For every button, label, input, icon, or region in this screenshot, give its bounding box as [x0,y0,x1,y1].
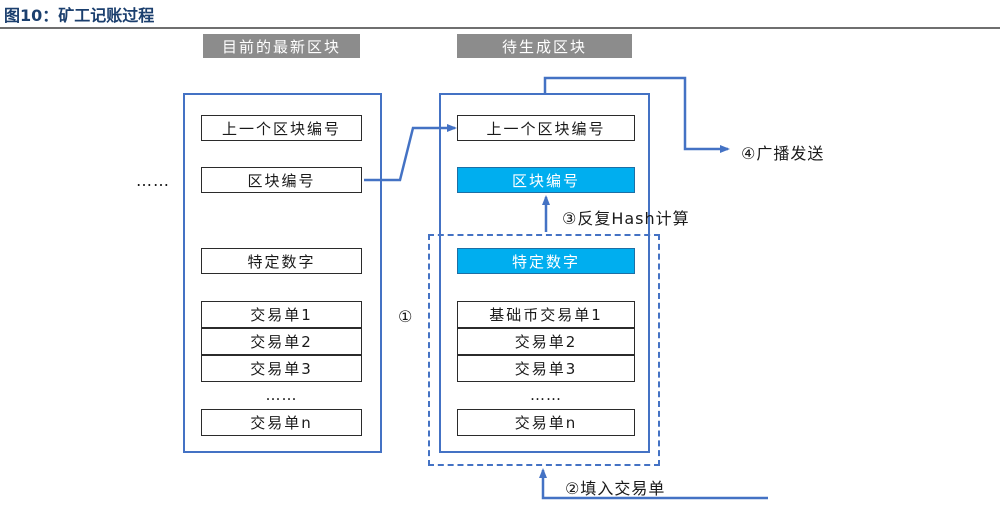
step3-label: ③反复Hash计算 [562,209,690,228]
fill-transactions-arrow [539,468,768,500]
step1-label: ① [398,307,414,326]
current-transaction-row: 交易单n [201,409,362,436]
transaction-fill-region [428,234,660,466]
figure-title: 图10：矿工记账过程 [4,6,155,25]
current-block-id-field: 区块编号 [201,167,362,193]
current-nonce-field: 特定数字 [201,248,362,274]
pending-transaction-row: 交易单2 [457,328,635,355]
pending-transaction-row: 基础币交易单1 [457,301,635,328]
current-transaction-row: 交易单3 [201,355,362,382]
pending-transaction-row: 交易单3 [457,355,635,382]
pending-transaction-row: 交易单n [457,409,635,436]
pending-prev-hash-field: 上一个区块编号 [457,115,635,141]
title-divider [0,27,1000,29]
step2-label: ②填入交易单 [565,479,666,498]
broadcast-arrow [543,76,730,153]
pending-block-id-field: 区块编号 [457,167,635,193]
pending-transaction-ellipsis: …… [530,386,562,404]
earlier-blocks-ellipsis: …… [136,171,170,190]
current-transaction-row: 交易单1 [201,301,362,328]
current-transaction-row: 交易单2 [201,328,362,355]
current-block-header: 目前的最新区块 [203,34,360,58]
current-prev-hash-field: 上一个区块编号 [201,115,362,141]
pending-nonce-field: 特定数字 [457,248,635,274]
pending-block-header: 待生成区块 [457,34,632,58]
step4-label: ④广播发送 [741,144,825,163]
block-link-arrow [364,124,457,182]
current-transaction-ellipsis: …… [265,386,298,404]
